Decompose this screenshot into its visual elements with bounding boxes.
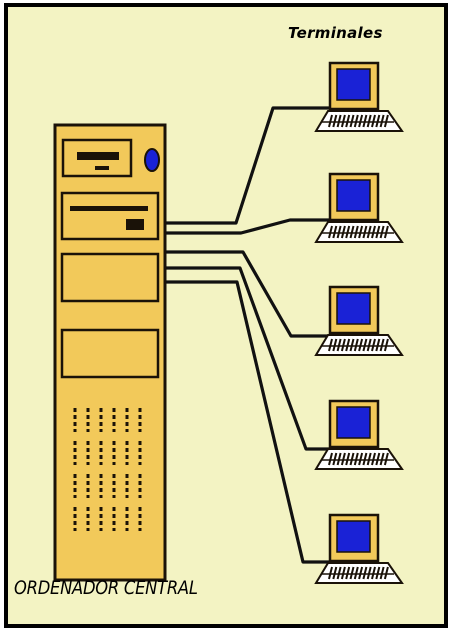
cable-1 <box>166 108 340 223</box>
terminal-computer-icon <box>316 174 402 242</box>
screen <box>337 293 370 324</box>
screen <box>337 180 370 211</box>
cable-5 <box>166 282 340 562</box>
cable-4 <box>166 268 340 449</box>
terminal-computer-icon <box>316 515 402 583</box>
drive-bay <box>62 330 158 377</box>
keyboard <box>316 563 402 583</box>
screen <box>337 407 370 438</box>
server-label: ORDENADOR CENTRAL <box>14 577 198 599</box>
screen <box>337 69 370 100</box>
terminal-computer-icon <box>316 63 402 131</box>
terminal-computer-icon <box>316 401 402 469</box>
network-cables <box>166 108 340 562</box>
server-tower-icon <box>55 125 165 580</box>
keyboard <box>316 111 402 131</box>
keyboard <box>316 335 402 355</box>
keyboard <box>316 449 402 469</box>
drive-bay <box>62 254 158 301</box>
optical-drive <box>62 193 158 239</box>
keyboard <box>316 222 402 242</box>
terminals-label: Terminales <box>288 24 383 42</box>
cable-3 <box>166 252 340 336</box>
terminals-group <box>316 63 402 583</box>
terminal-computer-icon <box>316 287 402 355</box>
power-button <box>145 149 159 171</box>
screen <box>337 521 370 552</box>
